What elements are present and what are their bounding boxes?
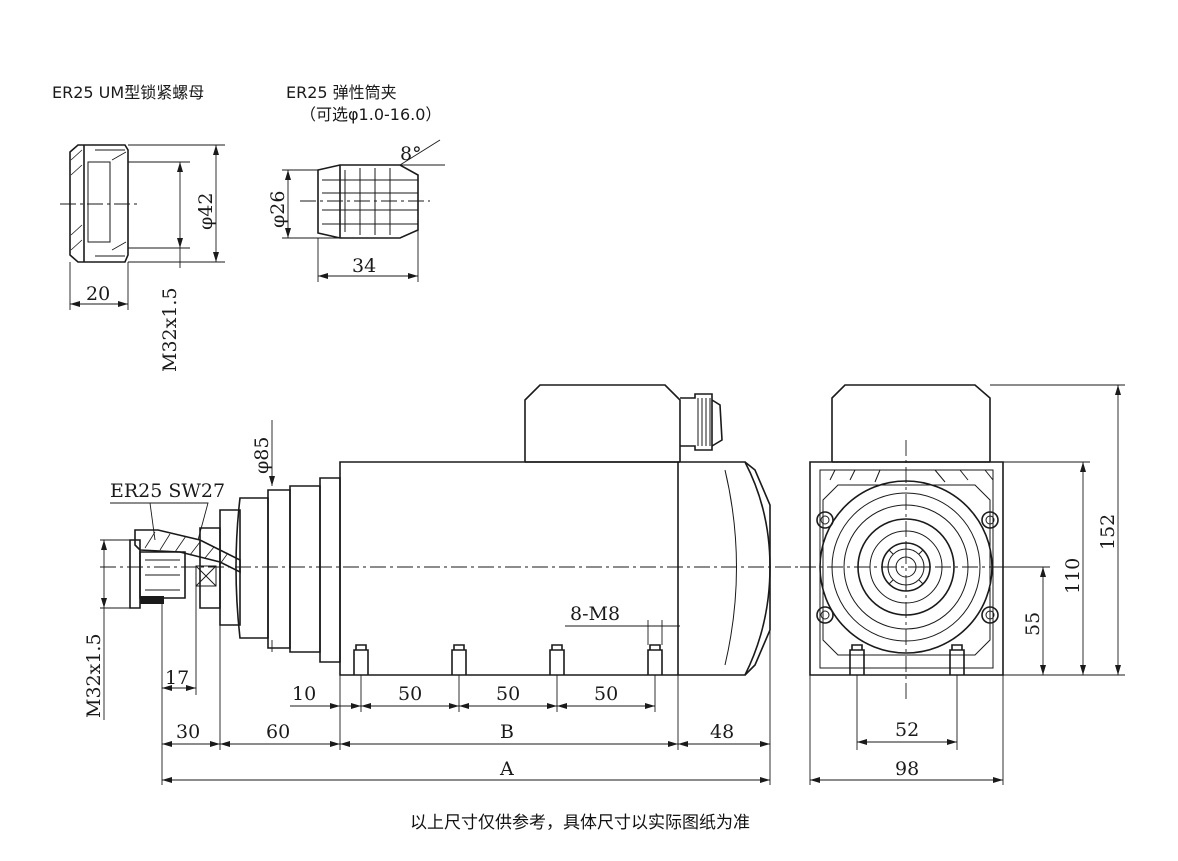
collet-drawing: ER25 弹性筒夹 （可选φ1.0-16.0） 8° φ26 34 [267,83,445,282]
dim-152-label: 152 [1097,514,1119,550]
dim-10-label: 10 [292,683,316,705]
collet-nut-label: ER25 SW27 [110,480,225,502]
nut-dia-label: φ42 [195,193,217,230]
lock-nut-drawing: ER25 UM型锁紧螺母 φ42 M32x1.5 20 [52,83,225,372]
spindle-thread-label: M32x1.5 [83,633,105,718]
dim-52-label: 52 [895,719,919,741]
spindle-end-view: 152 110 55 52 98 [800,384,1125,785]
collet-title: ER25 弹性筒夹 [286,83,397,102]
dim-17-label: 17 [165,667,189,689]
collet-optional: （可选φ1.0-16.0） [300,105,441,124]
dim-50b-label: 50 [496,683,520,705]
dim-30-label: 30 [176,721,200,743]
dim-60-label: 60 [266,721,290,743]
footnote: 以上尺寸仅供参考，具体尺寸以实际图纸为准 [410,813,750,833]
nut-len-label: 20 [86,283,110,305]
nut-thread-label: M32x1.5 [159,287,181,372]
dim-A-label: A [499,758,514,780]
mounting-screws [353,644,663,675]
dim-50a-label: 50 [398,683,422,705]
screw-holes-label: 8-M8 [570,603,620,625]
nut-title: ER25 UM型锁紧螺母 [52,83,204,102]
spindle-dia-label: φ85 [251,437,273,474]
dim-98-label: 98 [895,758,919,780]
dim-50c-label: 50 [594,683,618,705]
collet-angle-label: 8° [400,143,422,165]
collet-dia-label: φ26 [267,191,289,228]
spindle-side-view: ER25 SW27 φ85 M32x1.5 17 8-M8 [83,384,800,785]
dim-110-label: 110 [1062,558,1084,594]
dim-B-label: B [500,721,514,743]
dim-48-label: 48 [710,721,734,743]
collet-len-label: 34 [352,255,376,277]
dim-55-label: 55 [1022,612,1044,636]
